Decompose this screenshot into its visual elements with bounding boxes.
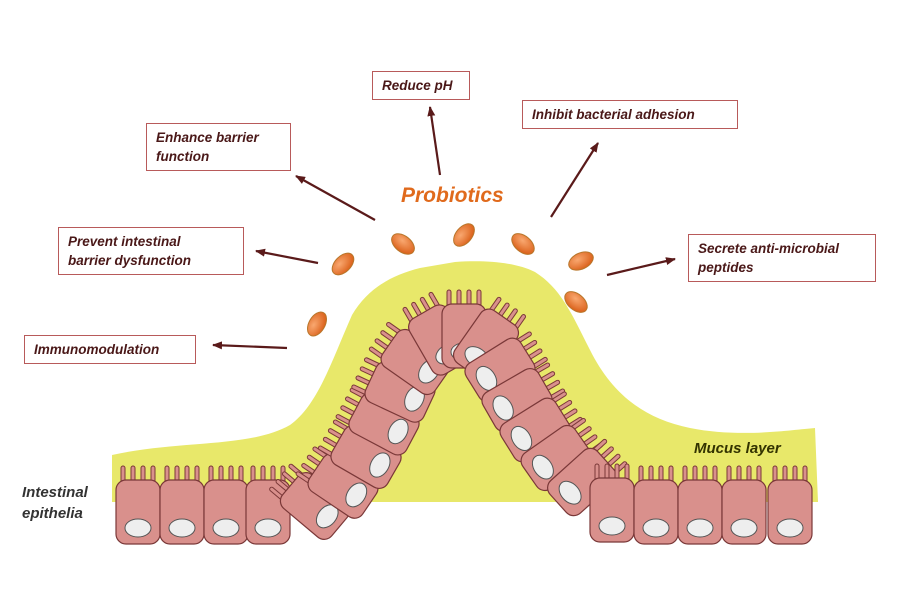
cell-nucleus	[387, 418, 409, 445]
probiotic-bacterium	[511, 233, 535, 255]
arrow-reduce-ph	[427, 106, 442, 176]
arrow-inhibit-adhesion	[550, 142, 599, 218]
epithelial-cell	[203, 465, 249, 545]
cell-nucleus	[598, 516, 626, 536]
cell-nucleus	[558, 480, 582, 505]
cell-nucleus	[168, 518, 196, 538]
cell-nucleus	[254, 518, 282, 538]
cell-nucleus	[369, 452, 391, 478]
cell-nucleus	[642, 518, 670, 538]
effect-box-immunomodulation: Immunomodulation	[24, 335, 196, 364]
probiotic-bacteria	[307, 223, 594, 337]
mucus-layer	[112, 261, 818, 502]
epithelia-label-line: Intestinal	[22, 484, 88, 501]
epithelial-cell	[317, 419, 402, 489]
effect-box-prevent-dysfunction: Prevent intestinal barrier dysfunction	[58, 227, 244, 275]
cell-nucleus	[776, 518, 804, 538]
epithelial-cell	[633, 465, 679, 545]
effect-box-enhance-barrier: Enhance barrier function	[146, 123, 291, 171]
effect-line: barrier dysfunction	[68, 253, 192, 268]
epithelial-cell	[721, 465, 767, 545]
effect-line: Reduce pH	[382, 78, 453, 93]
probiotic-bacterium	[331, 252, 355, 276]
arrow-immunomodulation	[212, 341, 288, 350]
diagram-title: Probiotics	[401, 184, 504, 207]
epithelial-cells	[115, 289, 813, 545]
epithelial-cell	[547, 438, 628, 517]
effect-box-secrete-peptides: Secrete anti-microbial peptides	[688, 234, 876, 282]
cell-nucleus	[686, 518, 714, 538]
epithelial-cell	[295, 446, 379, 519]
cell-nucleus	[212, 518, 240, 538]
epithelial-cell	[335, 387, 420, 456]
effect-line: Enhance barrier	[156, 130, 259, 145]
probiotic-bacterium	[564, 291, 588, 313]
mucus-layer-label: Mucus layer	[694, 440, 781, 457]
arrow-prevent-dysfunction	[255, 248, 319, 265]
effect-line: peptides	[698, 260, 754, 275]
intestinal-epithelia-label: Intestinal epithelia	[22, 482, 88, 524]
cell-nucleus	[345, 482, 368, 508]
effect-box-reduce-ph: Reduce pH	[372, 71, 470, 100]
epithelial-cell	[677, 465, 723, 545]
epithelial-cell	[481, 362, 566, 432]
epithelial-cell	[767, 465, 813, 545]
effect-line: Prevent intestinal	[68, 234, 181, 249]
probiotic-bacterium	[391, 233, 415, 255]
cell-nucleus	[531, 454, 554, 480]
epithelial-cell	[589, 463, 635, 543]
effect-line: Inhibit bacterial adhesion	[532, 107, 695, 122]
effect-box-inhibit-adhesion: Inhibit bacterial adhesion	[522, 100, 738, 129]
effect-line: Secrete anti-microbial	[698, 241, 840, 256]
epithelial-cell	[159, 465, 205, 545]
probiotic-bacterium	[568, 251, 594, 271]
arrow-secrete-peptides	[606, 257, 676, 277]
probiotic-bacterium	[307, 311, 327, 337]
effect-line: Immunomodulation	[34, 342, 160, 357]
epithelial-cell	[499, 391, 583, 463]
epithelia-label-line: epithelia	[22, 505, 83, 522]
cell-nucleus	[124, 518, 152, 538]
arrow-enhance-barrier	[295, 175, 376, 221]
probiotic-bacterium	[453, 223, 475, 247]
epithelial-cell	[115, 465, 161, 545]
cell-nucleus	[730, 518, 758, 538]
cell-nucleus	[510, 425, 533, 451]
effect-line: function	[156, 149, 210, 164]
